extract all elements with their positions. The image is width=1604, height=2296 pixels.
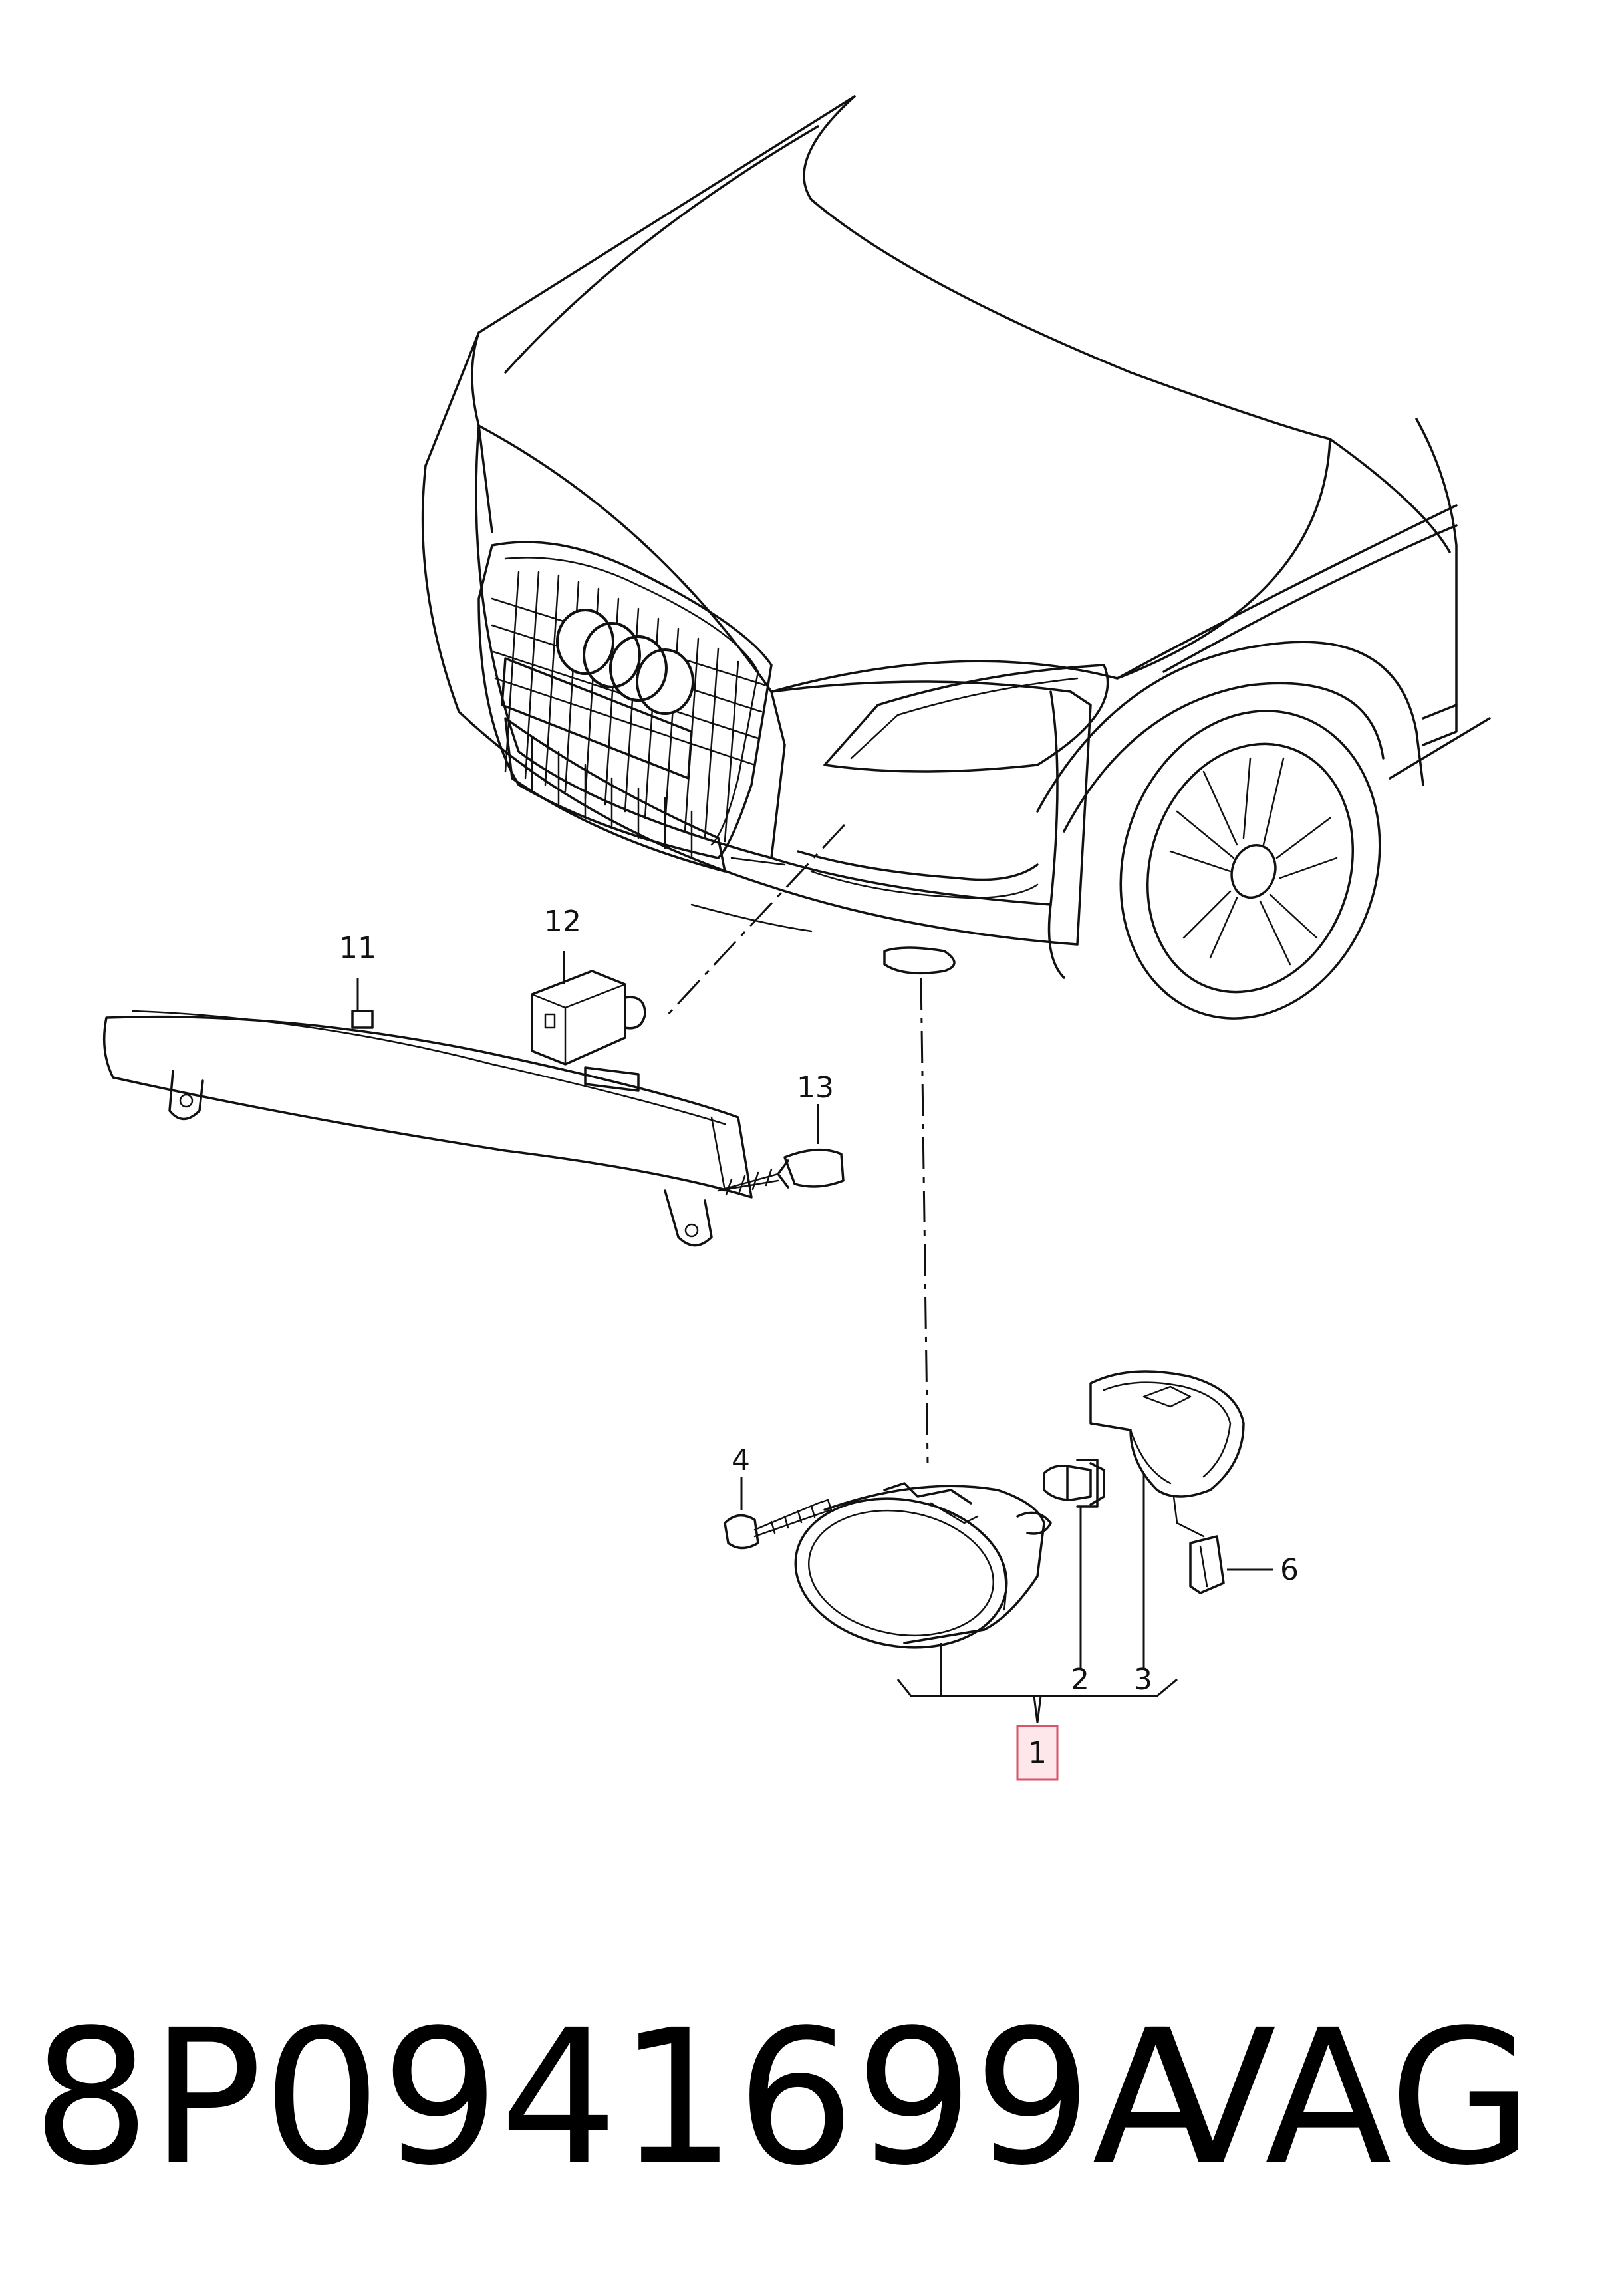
drl-strip-part (102, 978, 753, 1247)
wire-connector-part (1172, 1495, 1273, 1594)
callout-6: 6 (1280, 1553, 1299, 1587)
screw-4-part (724, 1477, 833, 1550)
leader-foglamp-line (920, 977, 929, 1464)
callout-13: 13 (797, 1071, 834, 1105)
leader-strip-line (664, 823, 846, 1019)
callout-1: 1 (1028, 1736, 1047, 1770)
callout-11: 11 (339, 931, 376, 965)
fog-lamp-part (794, 1482, 1052, 1649)
part-number: 8P0941699A (32, 1990, 1220, 2207)
lamp-cover-part (1089, 1370, 1245, 1669)
callout-1-highlight (1016, 1725, 1059, 1781)
assembly-bracket (896, 1643, 1178, 1723)
callout-4: 4 (732, 1443, 750, 1477)
connector-part (531, 951, 646, 1066)
callout-2: 2 (1071, 1663, 1089, 1697)
brand-label: VAG (1149, 1990, 1534, 2207)
footer: 8P0941699A VAG (32, 1989, 1575, 2208)
vehicle-illustration (421, 95, 1491, 1020)
callout-12: 12 (544, 905, 581, 938)
callout-3: 3 (1134, 1663, 1152, 1697)
screw-13-part (717, 1104, 845, 1196)
bulb-part (1043, 1459, 1105, 1669)
